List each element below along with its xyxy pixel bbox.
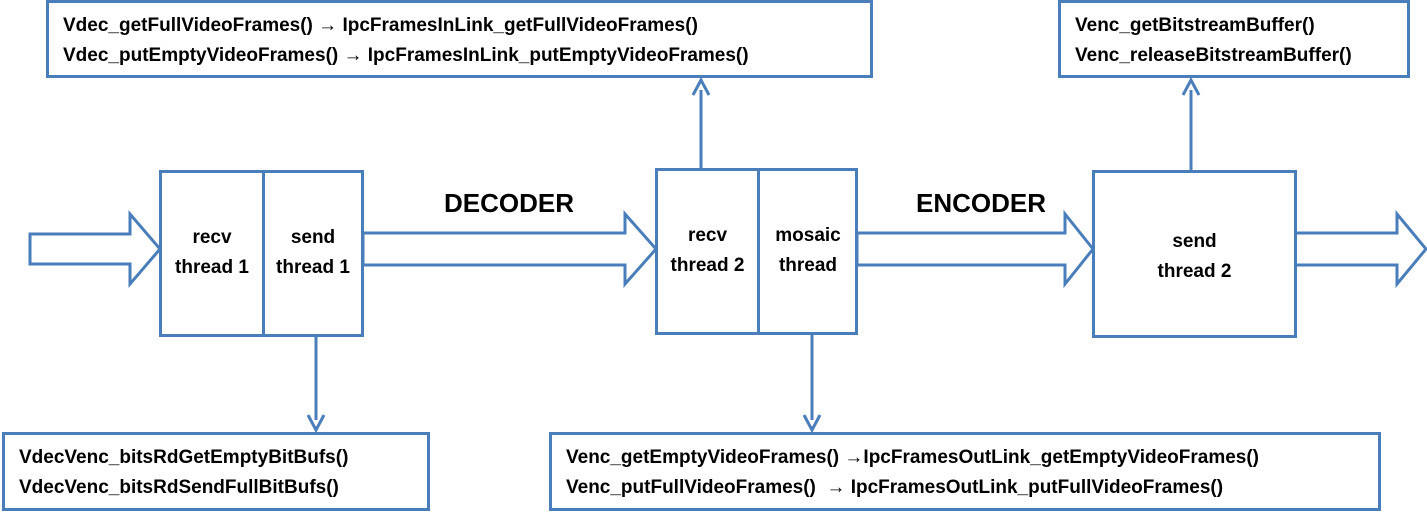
recv-thread-1-line-1: recv — [192, 227, 232, 248]
venc-put-full-video-frames: Venc_putFullVideoFrames() → IpcFramesOut… — [566, 477, 1224, 498]
thread-box-2: recv thread 2 mosaic thread — [655, 168, 858, 335]
mosaic-thread-line-2: thread — [778, 255, 838, 276]
recv-thread-1-label: recv thread 1 — [162, 223, 262, 283]
venc-release-bitstream-buffer: Venc_releaseBitstreamBuffer() — [1075, 45, 1352, 66]
recv-thread-2-label: recv thread 2 — [658, 221, 757, 281]
encoder-label: ENCODER — [916, 188, 1047, 218]
mosaic-thread-line-1: mosaic — [775, 225, 841, 246]
send-thread-1-line-1: send — [290, 227, 336, 248]
thread-box-2-divider — [757, 171, 760, 332]
vdecvenc-send-full-bit-bufs: VdecVenc_bitsRdSendFullBitBufs() — [19, 477, 339, 498]
send-thread-1-label: send thread 1 — [265, 223, 361, 283]
output-block-arrow — [1293, 209, 1427, 289]
recv2-up-arrow-head — [691, 76, 711, 96]
venc-get-empty-video-frames: Venc_getEmptyVideoFrames() →IpcFramesOut… — [566, 447, 1259, 468]
recv-thread-2-line-1: recv — [687, 225, 728, 246]
vdecvenc-functions-box: VdecVenc_bitsRdGetEmptyBitBufs() VdecVen… — [2, 432, 430, 511]
mosaic-down-arrow-head — [802, 414, 822, 434]
send-thread-2-label: send thread 2 — [1095, 227, 1294, 287]
send-thread-2-line-1: send — [1172, 231, 1217, 252]
venc-bitstream-functions-box: Venc_getBitstreamBuffer() Venc_releaseBi… — [1058, 0, 1410, 78]
encoder-block-arrow — [855, 209, 1095, 289]
thread-box-1-divider — [262, 173, 265, 334]
thread-box-1: recv thread 1 send thread 1 — [159, 170, 364, 337]
recv-thread-1-line-2: thread 1 — [175, 257, 249, 278]
send-thread-1-line-2: thread 1 — [276, 257, 350, 278]
send-thread-2-line-2: thread 2 — [1157, 261, 1232, 282]
mosaic-thread-label: mosaic thread — [760, 221, 856, 281]
vdec-get-full-video-frames: Vdec_getFullVideoFrames() → IpcFramesInL… — [63, 15, 698, 36]
decoder-block-arrow — [361, 210, 659, 288]
venc-get-bitstream-buffer: Venc_getBitstreamBuffer() — [1075, 15, 1315, 36]
vdec-put-empty-video-frames: Vdec_putEmptyVideoFrames() → IpcFramesIn… — [63, 45, 749, 66]
input-block-arrow — [28, 209, 162, 289]
vdec-ipc-functions-box: Vdec_getFullVideoFrames() → IpcFramesInL… — [46, 0, 873, 78]
venc-ipc-functions-box: Venc_getEmptyVideoFrames() →IpcFramesOut… — [549, 432, 1381, 511]
send2-up-arrow-head — [1181, 76, 1201, 96]
thread-box-3: send thread 2 — [1092, 170, 1297, 338]
send1-down-arrow-head — [306, 414, 326, 434]
decoder-label: DECODER — [444, 188, 575, 218]
vdecvenc-get-empty-bit-bufs: VdecVenc_bitsRdGetEmptyBitBufs() — [19, 447, 349, 468]
recv-thread-2-line-2: thread 2 — [670, 255, 745, 276]
